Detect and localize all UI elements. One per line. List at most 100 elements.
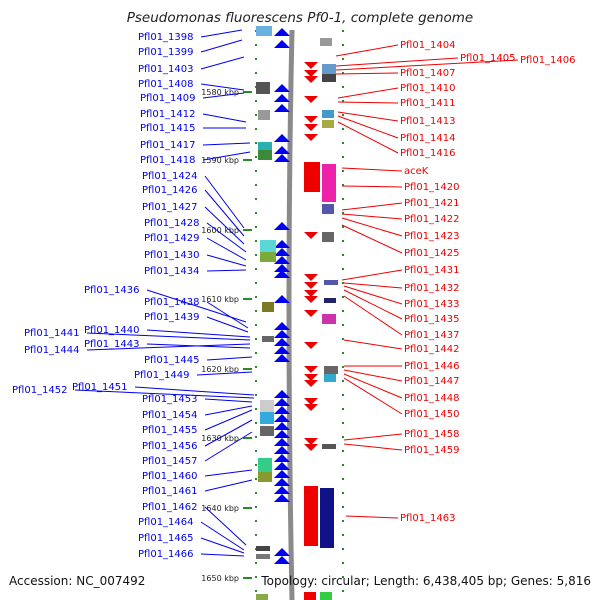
gene-block — [320, 38, 332, 46]
gene-label-left[interactable]: Pfl01_1453 — [142, 394, 198, 405]
gene-label-left[interactable]: Pfl01_1465 — [138, 533, 194, 544]
gene-label-right[interactable]: Pfl01_1407 — [400, 68, 456, 79]
gene-label-right[interactable]: Pfl01_1414 — [400, 133, 456, 144]
gene-label-right[interactable]: Pfl01_1447 — [404, 376, 460, 387]
gene-label-right[interactable]: Pfl01_1442 — [404, 344, 460, 355]
gene-label-right[interactable]: Pfl01_1413 — [400, 116, 456, 127]
gene-label-right[interactable]: Pfl01_1420 — [404, 182, 460, 193]
leader-line-left — [204, 398, 253, 403]
gene-block — [304, 162, 320, 192]
gene-label-right[interactable]: aceK — [404, 166, 429, 177]
leader-line-left — [204, 419, 253, 447]
gene-label-left[interactable]: Pfl01_1436 — [84, 285, 140, 296]
gene-label-right[interactable]: Pfl01_1431 — [404, 265, 460, 276]
gene-label-right[interactable]: Pfl01_1459 — [404, 445, 460, 456]
leader-line-right — [343, 433, 403, 441]
forward-gene-arrow — [274, 556, 290, 564]
gene-label-left[interactable]: Pfl01_1461 — [142, 486, 198, 497]
gene-label-right[interactable]: Pfl01_1405 — [460, 53, 516, 64]
gene-label-right[interactable]: Pfl01_1458 — [404, 429, 460, 440]
leader-line-left — [200, 39, 243, 53]
gene-label-left[interactable]: Pfl01_1441 — [24, 328, 80, 339]
gene-label-left[interactable]: Pfl01_1408 — [138, 79, 194, 90]
gene-label-right[interactable]: Pfl01_1423 — [404, 231, 460, 242]
gene-label-left[interactable]: Pfl01_1426 — [142, 185, 198, 196]
gene-features — [256, 26, 338, 600]
scale-label: 1610 kbp — [201, 295, 239, 304]
gene-label-right[interactable]: Pfl01_1448 — [404, 393, 460, 404]
gene-label-left[interactable]: Pfl01_1460 — [142, 471, 198, 482]
gene-label-left[interactable]: Pfl01_1430 — [144, 250, 200, 261]
gene-label-right[interactable]: Pfl01_1450 — [404, 409, 460, 420]
gene-block — [260, 400, 274, 412]
gene-label-right[interactable]: Pfl01_1446 — [404, 361, 460, 372]
gene-label-left[interactable]: Pfl01_1439 — [144, 312, 200, 323]
gene-label-left[interactable]: Pfl01_1457 — [142, 456, 198, 467]
gene-label-left[interactable]: Pfl01_1428 — [144, 218, 200, 229]
reverse-gene-arrow — [304, 374, 318, 381]
gene-label-left[interactable]: Pfl01_1409 — [140, 93, 196, 104]
gene-label-right[interactable]: Pfl01_1421 — [404, 198, 460, 209]
gene-label-left[interactable]: Pfl01_1466 — [138, 549, 194, 560]
gene-label-left[interactable]: Pfl01_1427 — [142, 202, 198, 213]
gene-label-left[interactable]: Pfl01_1417 — [140, 140, 196, 151]
gene-label-left[interactable]: Pfl01_1454 — [142, 410, 198, 421]
gene-label-left[interactable]: Pfl01_1455 — [142, 425, 198, 436]
leader-line-right — [341, 224, 403, 254]
leader-line-left — [206, 237, 247, 261]
gene-label-left[interactable]: Pfl01_1424 — [142, 171, 198, 182]
gene-label-right[interactable]: Pfl01_1432 — [404, 283, 460, 294]
gene-label-left[interactable]: Pfl01_1440 — [84, 325, 140, 336]
leader-line-left — [196, 371, 253, 376]
leader-line-left — [204, 206, 245, 245]
gene-label-right[interactable]: Pfl01_1437 — [404, 330, 460, 341]
gene-label-left[interactable]: Pfl01_1462 — [142, 502, 198, 513]
forward-gene-arrow — [274, 422, 290, 430]
gene-label-right[interactable]: Pfl01_1463 — [400, 513, 456, 524]
gene-label-left[interactable]: Pfl01_1443 — [84, 339, 140, 350]
forward-gene-arrow — [274, 406, 290, 414]
gene-label-right[interactable]: Pfl01_1404 — [400, 40, 456, 51]
gene-label-right[interactable]: Pfl01_1410 — [400, 83, 456, 94]
leader-line-right — [343, 285, 403, 305]
gene-label-left[interactable]: Pfl01_1452 — [12, 385, 68, 396]
gene-label-right[interactable]: Pfl01_1433 — [404, 299, 460, 310]
gene-block — [256, 26, 272, 36]
scale-label: 1630 kbp — [201, 434, 239, 443]
gene-label-left[interactable]: Pfl01_1444 — [24, 345, 80, 356]
gene-label-right[interactable]: Pfl01_1411 — [400, 98, 456, 109]
gene-block — [322, 110, 334, 118]
gene-label-left[interactable]: Pfl01_1398 — [138, 32, 194, 43]
leader-lines — [74, 29, 519, 557]
gene-label-left[interactable]: Pfl01_1412 — [140, 109, 196, 120]
gene-label-right[interactable]: Pfl01_1422 — [404, 214, 460, 225]
reverse-gene-arrow — [304, 398, 318, 405]
gene-label-left[interactable]: Pfl01_1445 — [144, 355, 200, 366]
gene-labels: Pfl01_1398Pfl01_1399Pfl01_1403Pfl01_1408… — [12, 32, 576, 560]
genome-backbone — [286, 29, 295, 600]
gene-label-right[interactable]: Pfl01_1435 — [404, 314, 460, 325]
leader-line-right — [341, 213, 403, 220]
gene-label-left[interactable]: Pfl01_1438 — [144, 297, 200, 308]
gene-label-left[interactable]: Pfl01_1449 — [134, 370, 190, 381]
gene-block — [256, 594, 268, 600]
gene-label-left[interactable]: Pfl01_1429 — [144, 233, 200, 244]
reverse-gene-arrow — [304, 290, 318, 297]
gene-label-left[interactable]: Pfl01_1418 — [140, 155, 196, 166]
gene-block — [258, 458, 272, 472]
gene-label-left[interactable]: Pfl01_1464 — [138, 517, 194, 528]
gene-label-left[interactable]: Pfl01_1399 — [138, 47, 194, 58]
gene-label-left[interactable]: Pfl01_1456 — [142, 441, 198, 452]
gene-label-right[interactable]: Pfl01_1425 — [404, 248, 460, 259]
gene-label-left[interactable]: Pfl01_1451 — [72, 382, 128, 393]
leader-line-left — [86, 343, 251, 351]
gene-label-right[interactable]: Pfl01_1406 — [520, 55, 576, 66]
gene-label-right[interactable]: Pfl01_1416 — [400, 148, 456, 159]
leader-line-left — [204, 431, 253, 462]
gene-label-left[interactable]: Pfl01_1415 — [140, 123, 196, 134]
leader-line-right — [341, 269, 403, 281]
gene-block — [256, 546, 270, 551]
gene-label-left[interactable]: Pfl01_1403 — [138, 64, 194, 75]
gene-label-left[interactable]: Pfl01_1434 — [144, 266, 200, 277]
